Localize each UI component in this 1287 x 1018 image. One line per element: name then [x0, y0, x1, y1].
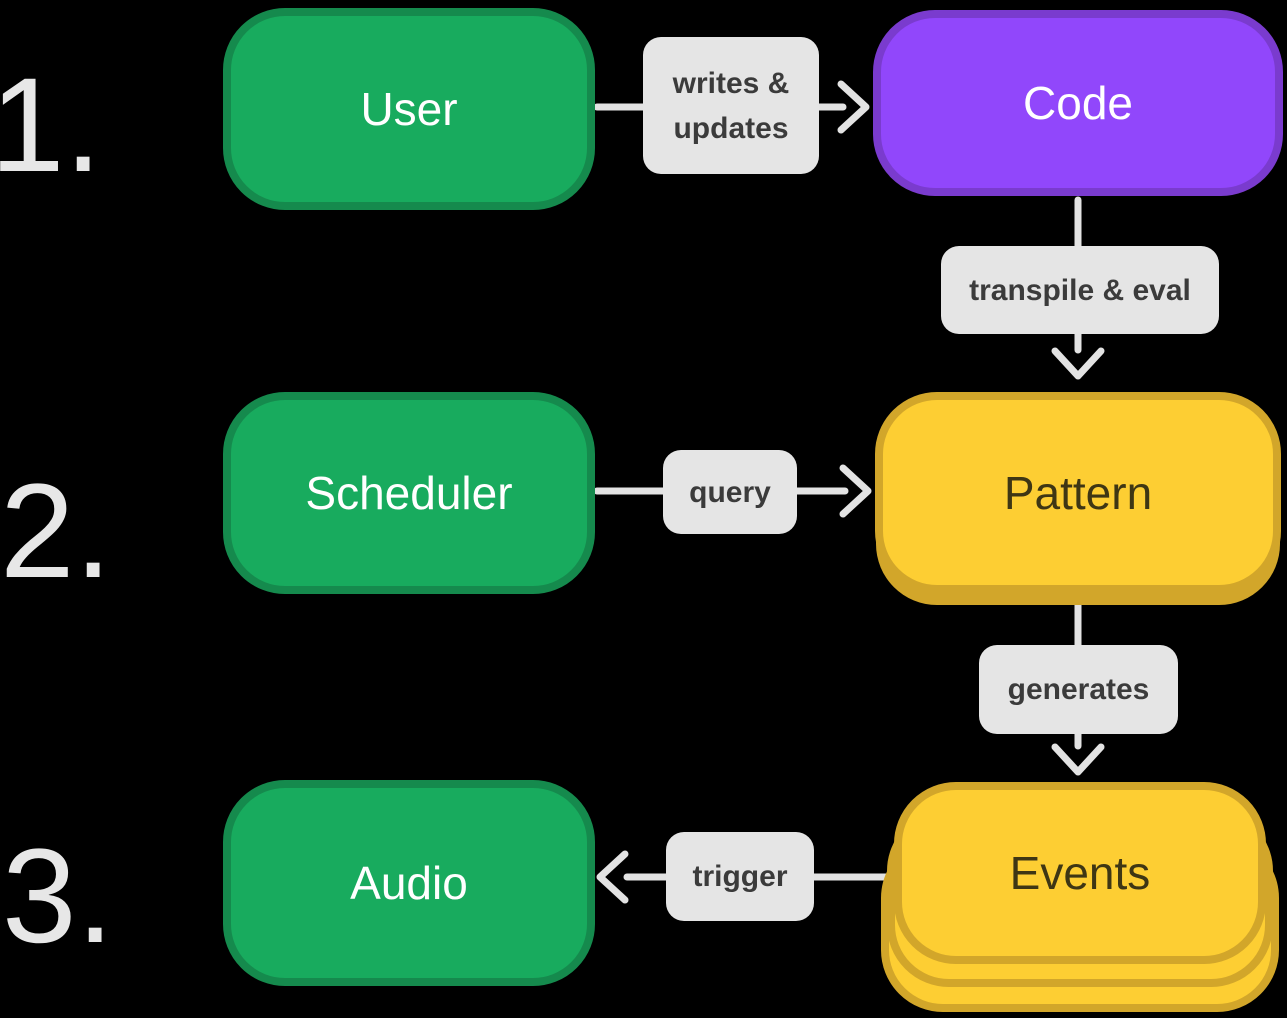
node-scheduler: Scheduler — [223, 392, 595, 594]
arrowhead-left-icon — [596, 850, 629, 904]
node-pattern: Pattern — [875, 392, 1281, 593]
node-audio-label: Audio — [350, 857, 468, 909]
node-user: User — [223, 8, 595, 210]
arrowhead-right-icon — [837, 80, 870, 134]
step-number-2: 2. — [0, 457, 112, 606]
edge-label-transpile-eval: transpile & eval — [941, 246, 1219, 334]
edge-label-writes-updates: writes & updates — [643, 37, 819, 174]
edge-label-query: query — [663, 450, 797, 534]
arrowhead-down-icon — [1051, 743, 1105, 776]
edge-label-generates: generates — [979, 645, 1178, 734]
edge-label-trigger: trigger — [666, 832, 814, 921]
node-events-label: Events — [1009, 847, 1151, 899]
arrowhead-down-icon — [1051, 347, 1105, 380]
step-number-1: 1. — [0, 51, 102, 200]
node-code-label: Code — [1023, 77, 1133, 129]
node-audio: Audio — [223, 780, 595, 986]
node-events: Events — [894, 782, 1266, 964]
arrowhead-right-icon — [839, 464, 872, 518]
node-scheduler-label: Scheduler — [305, 467, 513, 519]
node-user-label: User — [360, 83, 458, 135]
node-code: Code — [873, 10, 1283, 196]
node-events-stack: Events — [881, 782, 1279, 1016]
step-number-3: 3. — [2, 822, 114, 971]
node-pattern-label: Pattern — [1003, 466, 1153, 519]
